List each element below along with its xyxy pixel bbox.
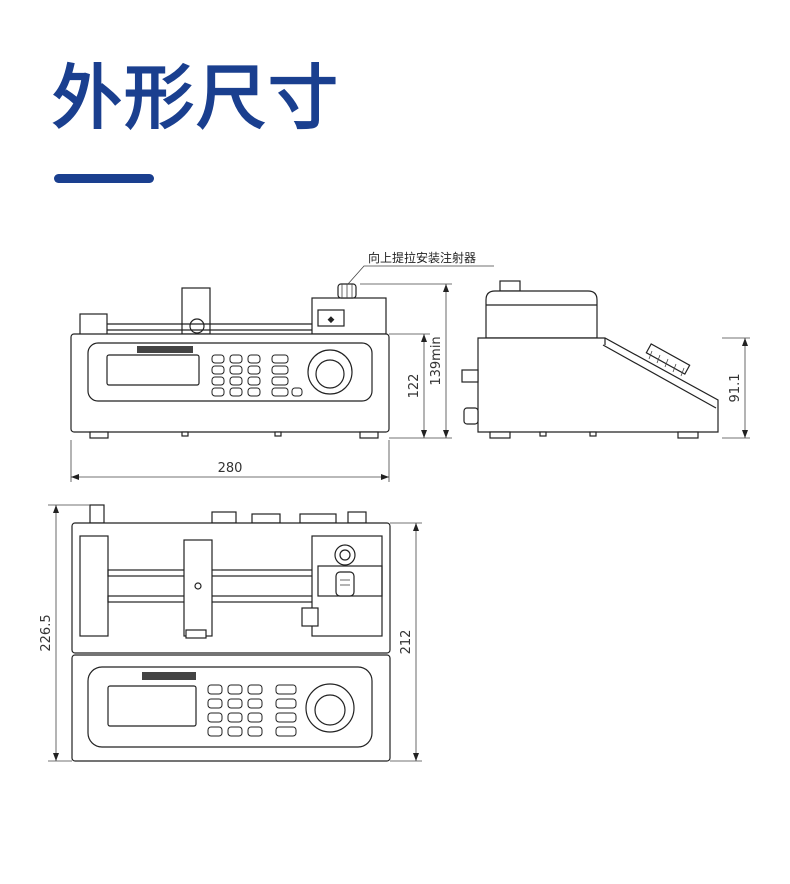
front-view: ◆ bbox=[70, 283, 390, 439]
top-dial-inner bbox=[314, 694, 346, 726]
side-dial bbox=[645, 343, 691, 377]
side-holder bbox=[485, 290, 598, 339]
dim-front-height-min: 139min bbox=[429, 336, 444, 385]
front-control-panel bbox=[87, 342, 373, 402]
top-dial-outer bbox=[305, 683, 355, 733]
side-body bbox=[477, 337, 719, 433]
top-dimension-lines bbox=[48, 504, 422, 762]
title-underline bbox=[54, 174, 154, 183]
side-top-knob bbox=[499, 280, 521, 292]
page-title: 外形尺寸 bbox=[52, 57, 340, 139]
front-left-block bbox=[79, 313, 108, 337]
dim-top-depth-outer: 226.5 bbox=[39, 614, 54, 651]
top-view bbox=[71, 504, 391, 762]
svg-text:◆: ◆ bbox=[328, 315, 335, 325]
top-keypad bbox=[207, 684, 297, 737]
dim-side-height: 91.1 bbox=[728, 374, 743, 403]
top-rear-post bbox=[89, 504, 105, 524]
front-foot bbox=[89, 431, 109, 439]
top-pusher bbox=[183, 539, 213, 637]
front-keypad bbox=[211, 354, 303, 397]
dim-top-depth-inner: 212 bbox=[399, 630, 414, 655]
front-dial-inner bbox=[315, 359, 345, 389]
front-foot bbox=[359, 431, 379, 439]
side-view bbox=[461, 280, 719, 439]
dim-front-height: 122 bbox=[407, 374, 422, 399]
front-pusher-knob bbox=[189, 318, 205, 334]
front-dial-outer bbox=[307, 349, 353, 395]
side-power-port bbox=[463, 407, 479, 425]
side-connector bbox=[461, 369, 479, 383]
front-lcd bbox=[106, 354, 200, 386]
top-lcd bbox=[107, 685, 197, 727]
top-rear-connector bbox=[211, 511, 237, 524]
side-dimension-lines bbox=[722, 337, 750, 439]
front-dimension-lines bbox=[70, 265, 494, 482]
top-left-block bbox=[79, 535, 109, 637]
callout-label: 向上提拉安装注射器 bbox=[368, 250, 476, 265]
dim-front-width: 280 bbox=[218, 461, 243, 476]
